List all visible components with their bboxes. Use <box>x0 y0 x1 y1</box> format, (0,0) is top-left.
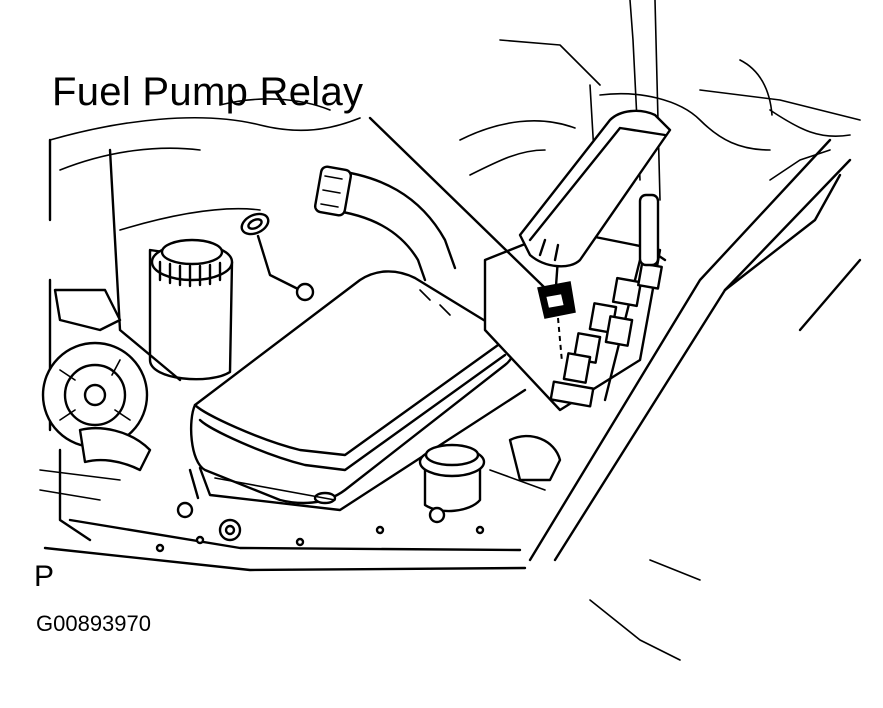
relay-block <box>483 109 672 412</box>
fuel-pump-relay <box>537 281 576 363</box>
upper-engine-outline <box>49 0 861 231</box>
dipstick-handle <box>240 212 315 302</box>
radiator-support <box>43 138 862 661</box>
fluid-cap-lower <box>418 443 486 524</box>
callout-leader-line <box>368 116 547 290</box>
reservoir-with-cap <box>148 238 234 381</box>
engine-front-pulleys <box>39 138 182 542</box>
figure-id: G00893970 <box>36 611 151 636</box>
fuel-pump-relay-label: Fuel Pump Relay <box>52 70 364 114</box>
intake-hose <box>313 165 457 282</box>
view-marker: P <box>34 560 55 593</box>
